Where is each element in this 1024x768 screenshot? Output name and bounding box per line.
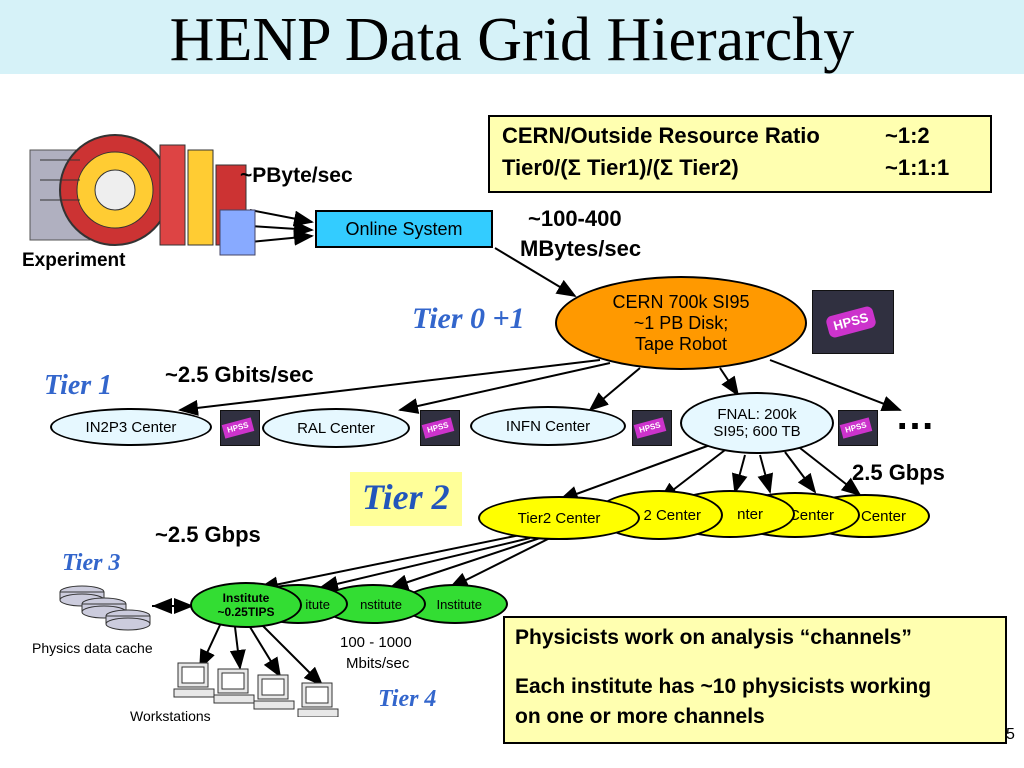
cern-hpss-badge: HPSS [824,305,878,339]
notes-box: Physicists work on analysis “channels” E… [503,616,1007,744]
tier1-label: Tier 1 [44,370,113,401]
tier1-center-fnal: FNAL: 200k SI95; 600 TB [680,392,834,454]
physics-data-cache-label: Physics data cache [32,640,153,656]
page-number: 5 [1006,726,1015,743]
experiment-label: Experiment [22,250,126,271]
tier2-center-label: Center [860,507,906,525]
resource-ratio-box: CERN/Outside Resource Ratio ~1:2 Tier0/(… [488,115,992,193]
tier1-center-in2p3: IN2P3 Center [50,408,212,446]
tier1-center-ral: RAL Center [262,408,410,448]
online-system-label: Online System [345,218,463,239]
institute-rate-line1: 100 - 1000 [340,634,412,651]
cern-center-line1: CERN 700k SI95 [612,291,750,312]
experiment-rate: ~PByte/sec [240,164,353,187]
workstations-icon [173,662,339,717]
workstations-label: Workstations [130,708,211,724]
tier2-center-label: Tier2 Center [517,509,601,527]
notes-line2: Each institute has ~10 physicists workin… [515,675,932,728]
infn-hpss-badge: HPSS [633,417,667,439]
infn-hpss-icon: HPSS [632,410,672,446]
tier2-label: Tier 2 [362,477,450,517]
online-rate-line2: MBytes/sec [520,236,642,261]
tier1-center-infn: INFN Center [470,406,626,446]
tier1-center-label: IN2P3 Center [85,418,177,436]
detector-icon [29,134,256,256]
tier2-center-1: Tier2 Center [478,496,640,540]
physics-data-cache-icon [59,585,151,631]
institute-label: nstitute [360,596,402,612]
institute-capacity: ~0.25TIPS [217,605,275,619]
ratio-line2-value: ~1:1:1 [885,155,950,180]
tier2-label-box [350,472,462,526]
notes-line1: Physicists work on analysis “channels” [515,626,912,649]
in2p3-hpss-badge: HPSS [221,417,255,439]
tier1-link-rate: ~2.5 Gbits/sec [165,362,314,387]
online-rate-line1: ~100-400 [528,206,622,231]
institute-rate-line2: Mbits/sec [346,655,410,672]
tier2-center-label: 2 Center [643,506,701,524]
tier2-center-label: nter [737,505,763,523]
cern-center-line2: ~1 PB Disk; [633,312,729,333]
institute-1: Institute ~0.25TIPS [190,582,302,628]
in2p3-hpss-icon: HPSS [220,410,260,446]
online-system-box: Online System [315,210,493,248]
tier1-center-label: INFN Center [505,417,591,435]
institute-label: Institute [436,596,482,612]
ratio-line1-value: ~1:2 [885,123,930,148]
ratio-line2-label: Tier0/(Σ Tier1)/(Σ Tier2) [502,155,739,180]
tier1-center-label: RAL Center [297,419,375,437]
tier0-label: Tier 0 +1 [412,302,525,335]
cern-center-line3: Tape Robot [634,333,728,354]
page-title: HENP Data Grid Hierarchy [169,6,855,74]
tier1-more-ellipsis: … [895,394,935,438]
ral-hpss-icon: HPSS [420,410,460,446]
tier3-label: Tier 3 [62,550,121,576]
tier4-label: Tier 4 [378,686,437,712]
cern-center: CERN 700k SI95 ~1 PB Disk; Tape Robot [555,276,807,370]
institute-label: Institute [222,591,270,605]
fnal-hpss-icon: HPSS [838,410,878,446]
title-bar [0,0,1024,74]
fnal-line1: FNAL: 200k [717,406,797,423]
fnal-hpss-badge: HPSS [839,417,873,439]
tier2-center-label: Center [788,506,834,524]
ratio-line1-label: CERN/Outside Resource Ratio [502,123,820,148]
cern-hpss-icon: HPSS [812,290,894,354]
tier2-link-rate-left: ~2.5 Gbps [155,522,261,547]
tier2-link-rate-right: 2.5 Gbps [852,460,945,485]
ral-hpss-badge: HPSS [421,417,455,439]
fnal-line2: SI95; 600 TB [713,423,801,440]
institute-label: itute [305,596,330,612]
